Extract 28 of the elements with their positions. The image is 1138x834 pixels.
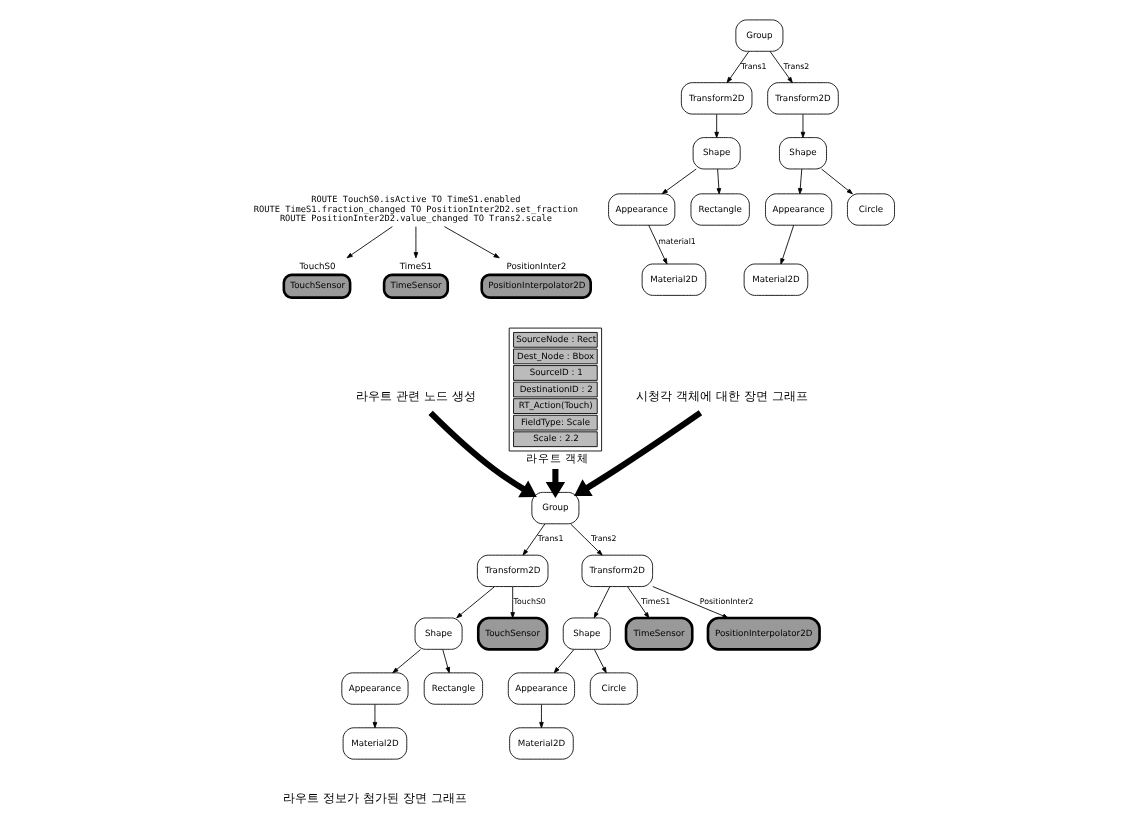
arrow bbox=[573, 410, 702, 496]
arrow bbox=[569, 523, 602, 556]
arrow bbox=[521, 523, 545, 556]
arrow bbox=[455, 586, 494, 619]
arrow bbox=[768, 51, 792, 84]
arrow bbox=[779, 224, 794, 265]
arrow bbox=[371, 704, 377, 729]
arrow bbox=[593, 649, 606, 674]
arrow bbox=[820, 168, 852, 195]
arrow bbox=[427, 410, 536, 498]
arrow bbox=[660, 168, 696, 195]
arrow bbox=[552, 649, 574, 674]
arrow bbox=[713, 113, 718, 138]
arrow bbox=[412, 226, 418, 259]
arrow bbox=[647, 224, 667, 265]
arrow bbox=[538, 704, 543, 729]
arrow bbox=[799, 113, 805, 138]
arrow bbox=[626, 586, 649, 619]
arrow bbox=[509, 586, 514, 619]
arrow bbox=[651, 586, 728, 619]
arrow bbox=[725, 51, 749, 84]
arrow bbox=[443, 226, 499, 259]
arrow bbox=[345, 226, 392, 259]
arrow bbox=[391, 649, 420, 674]
arrow bbox=[715, 168, 721, 195]
arrow bbox=[796, 168, 802, 195]
arrow bbox=[441, 649, 450, 674]
arrow bbox=[592, 586, 610, 619]
